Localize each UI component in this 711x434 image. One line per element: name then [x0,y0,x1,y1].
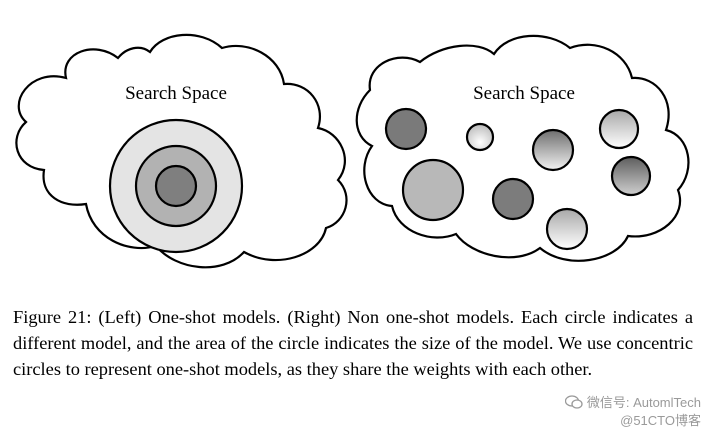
right-cloud: Search Space [355,34,690,262]
watermark-source: @51CTO博客 [620,413,701,428]
watermark-account: 微信号: AutomlTech [586,395,701,410]
concentric-inner-circle [154,164,198,208]
model-circle [531,128,575,172]
model-circle [401,158,465,222]
model-circle [491,177,535,221]
model-circle [545,207,589,251]
left-cloud: Search Space [15,33,348,269]
left-cloud-label: Search Space [125,83,227,104]
model-circle [598,108,640,150]
chat-bubbles-icon [564,394,583,409]
model-circle [465,122,495,152]
model-circle [384,107,428,151]
figure-illustration: Search Space Search Space [15,33,690,269]
watermark: 微信号: AutomlTech [564,392,701,411]
model-circle [610,155,652,197]
figure-caption: Figure 21: (Left) One-shot models. (Righ… [13,307,693,379]
right-cloud-label: Search Space [473,83,575,104]
